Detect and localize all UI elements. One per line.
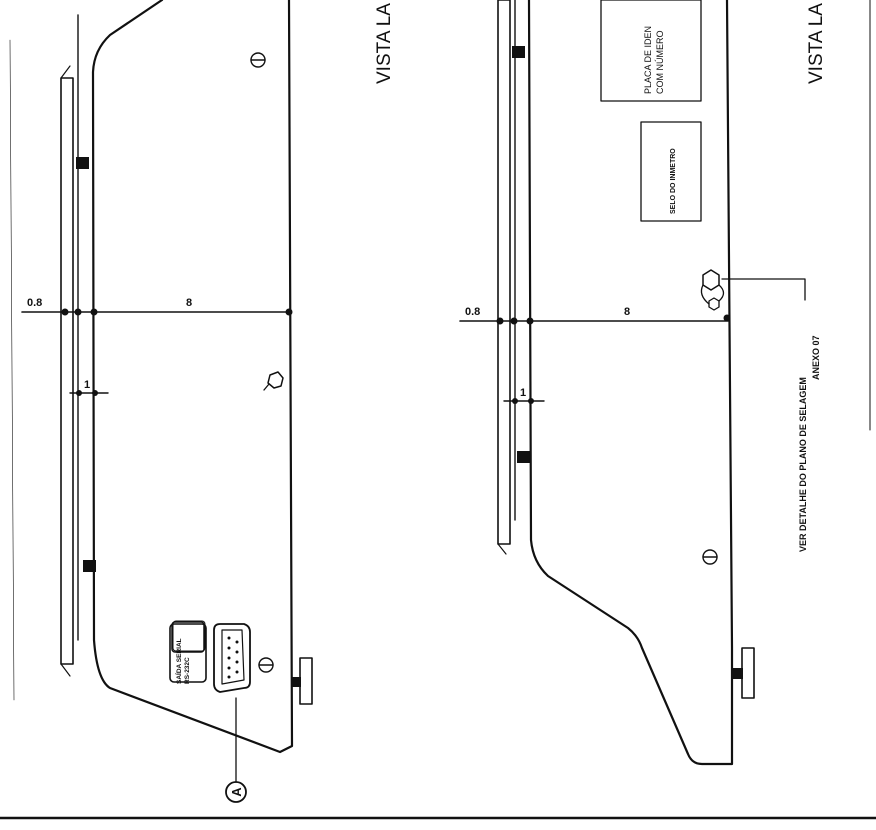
left-dim-node-2 bbox=[74, 308, 82, 316]
left-outer-strip bbox=[60, 77, 74, 665]
left-seal-hexagon-icon bbox=[263, 371, 284, 391]
left-dim-outer-label: 0.8 bbox=[27, 297, 42, 309]
right-small-dim-node-1 bbox=[512, 398, 518, 404]
right-body-outline bbox=[527, 0, 734, 766]
left-serial-label-line2: RS-232C bbox=[184, 657, 191, 684]
left-rail-clamp-bottom bbox=[83, 560, 96, 572]
right-note-leader bbox=[721, 278, 806, 301]
left-dim-small-label: 1 bbox=[84, 379, 90, 391]
right-dim-node-2 bbox=[510, 317, 518, 325]
left-side-view: 0.8 8 1 SAÍDA SERIAL RS-232C bbox=[21, 0, 395, 803]
right-note-line1: VER DETALHE DO PLANO DE SELAGEM bbox=[798, 377, 808, 552]
right-id-plate-box bbox=[600, 0, 702, 102]
left-callout-label: A bbox=[229, 787, 244, 797]
right-dim-outer-label: 0.8 bbox=[465, 306, 480, 318]
right-dim-node-4 bbox=[723, 314, 731, 322]
left-view-title: VISTA LA bbox=[374, 3, 395, 84]
right-small-dim-node-2 bbox=[528, 398, 534, 404]
left-dim-node-4 bbox=[285, 308, 293, 316]
left-strip-top-tick bbox=[60, 65, 71, 79]
right-side-view: 0.8 8 1 PLACA DE IDEN COM NÚMERO SELO DO… bbox=[459, 0, 827, 766]
right-view-title: VISTA LA bbox=[806, 3, 827, 84]
left-serial-label-line1: SAÍDA SERIAL bbox=[174, 638, 183, 684]
left-dim-node-1 bbox=[61, 308, 69, 316]
right-dim-node-3 bbox=[526, 317, 534, 325]
right-inmetro-seal-label: SELO DO INMETRO bbox=[670, 148, 677, 214]
left-dim-node-3 bbox=[90, 308, 98, 316]
right-rail-clamp-bottom bbox=[517, 451, 530, 463]
left-small-dim-node-2 bbox=[92, 390, 98, 396]
left-screw-top bbox=[250, 52, 266, 68]
right-strip-bottom-tick bbox=[497, 543, 507, 555]
left-rail-clamp-top bbox=[76, 157, 89, 169]
left-serial-label-frame bbox=[169, 623, 207, 683]
left-db9-connector-icon bbox=[213, 623, 251, 693]
left-dim-main-label: 8 bbox=[186, 297, 192, 309]
right-dim-main-label: 8 bbox=[624, 306, 630, 318]
right-seal-hexagon-icon bbox=[700, 269, 725, 311]
right-rail-clamp-top bbox=[512, 46, 525, 58]
left-foot-clamp bbox=[292, 677, 301, 687]
left-screw-bottom bbox=[258, 657, 274, 673]
right-note-line2: ANEXO 07 bbox=[811, 335, 821, 380]
right-dim-small-label: 1 bbox=[520, 387, 526, 399]
right-id-plate-line2: COM NÚMERO bbox=[655, 31, 665, 95]
left-strip-bottom-tick bbox=[60, 663, 71, 677]
left-body-outline bbox=[91, 0, 294, 754]
right-foot-clamp bbox=[733, 668, 743, 679]
right-screw bbox=[702, 549, 718, 565]
right-id-plate-line1: PLACA DE IDEN bbox=[643, 26, 653, 94]
left-serial-label-box bbox=[171, 620, 206, 653]
scan-margin-left bbox=[9, 39, 15, 701]
right-dim-node-1 bbox=[496, 317, 504, 325]
right-inmetro-seal-box bbox=[640, 121, 702, 222]
left-small-dim-node-1 bbox=[76, 390, 82, 396]
left-callout-circle bbox=[225, 781, 247, 803]
right-outer-strip bbox=[497, 0, 511, 545]
